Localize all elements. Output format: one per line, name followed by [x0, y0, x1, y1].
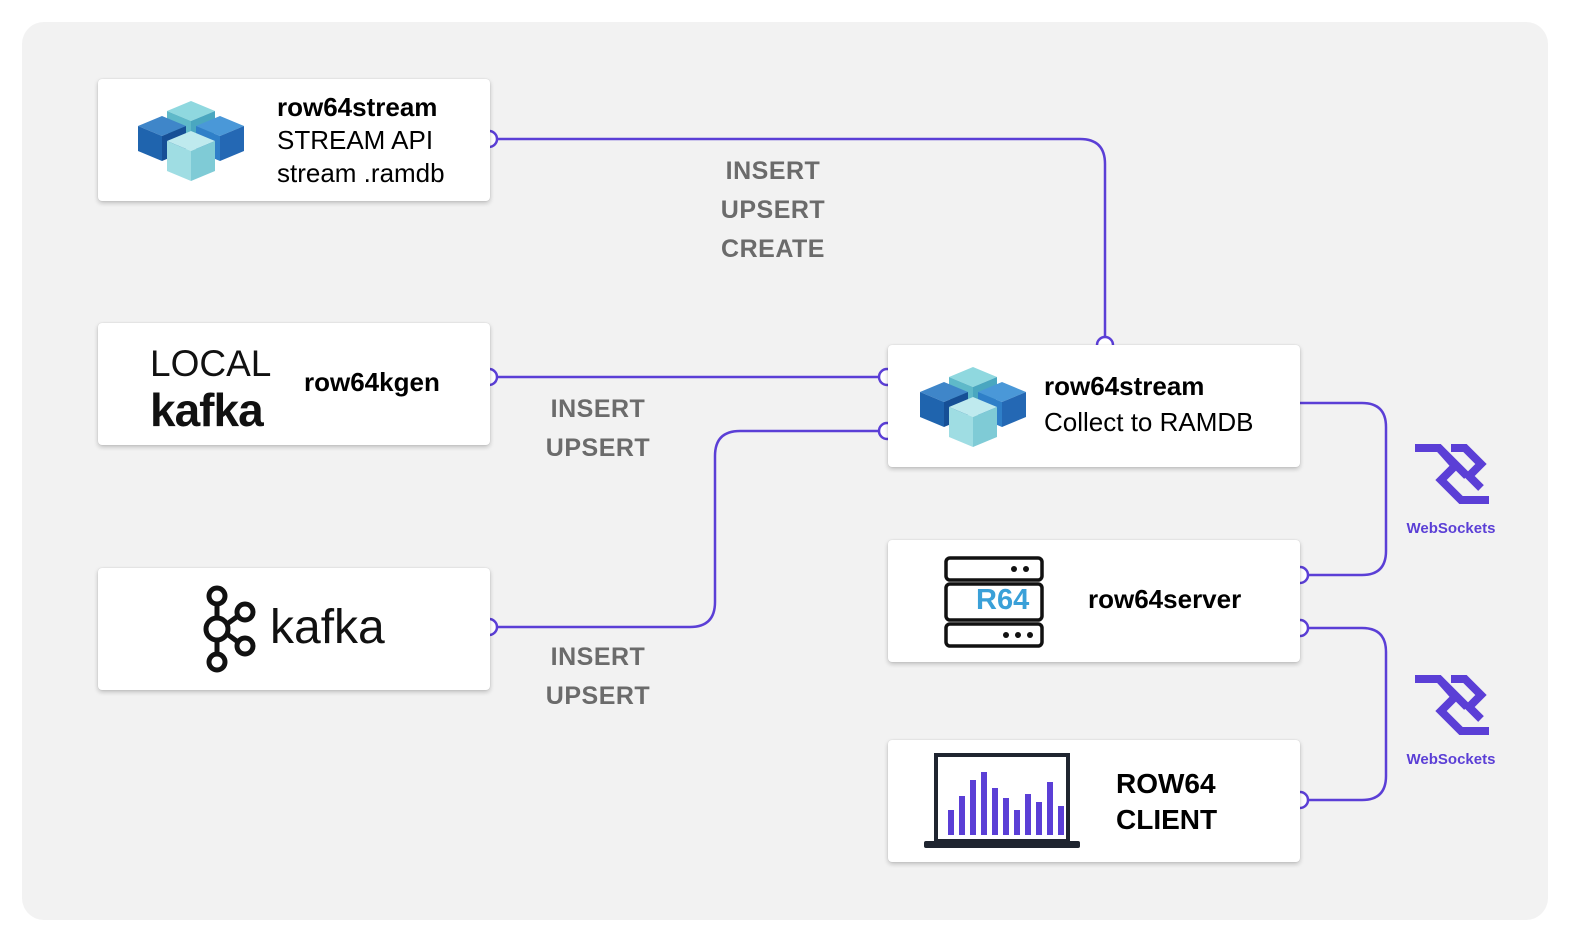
cubes-icon [138, 101, 244, 181]
node-subtitle: Collect to RAMDB [1044, 407, 1254, 437]
edge-label-kafka-ops: INSERT UPSERT [528, 638, 668, 716]
server-icon [944, 556, 1044, 648]
node-kafka[interactable]: kafka [98, 568, 490, 690]
node-detail: stream .ramdb [277, 158, 445, 188]
node-stream-collect[interactable]: row64stream Collect to RAMDB [888, 345, 1300, 467]
op-label: UPSERT [720, 196, 826, 224]
node-subtitle: STREAM API [277, 125, 434, 155]
node-title: row64server [1088, 584, 1242, 614]
node-client[interactable]: ROW64 CLIENT [888, 740, 1300, 862]
websocket-icon [1415, 444, 1489, 504]
node-local-kafka[interactable]: LOCAL kafka row64kgen [98, 323, 490, 445]
wire-kafka-to-stream [489, 429, 887, 629]
local-kafka-logo-bottom: kafka [150, 384, 264, 436]
op-label: UPSERT [545, 682, 651, 710]
laptop-chart-icon [924, 753, 1080, 848]
wire-server-to-client [1300, 626, 1388, 802]
client-title-line1: ROW64 [1116, 768, 1216, 799]
edge-label-kgen-ops: INSERT UPSERT [528, 390, 668, 468]
op-label: CREATE [721, 235, 825, 263]
node-title: row64stream [1044, 371, 1205, 401]
op-label: INSERT [725, 157, 821, 185]
kafka-logo-icon [203, 585, 256, 673]
cubes-icon [920, 367, 1026, 447]
edge-label-api-ops: INSERT UPSERT CREATE [700, 152, 846, 269]
client-title-line2: CLIENT [1116, 804, 1218, 835]
op-label: INSERT [550, 643, 646, 671]
server-badge: R64 [976, 584, 1030, 616]
websockets-label: WebSockets [1406, 520, 1496, 537]
websocket-icon [1415, 675, 1489, 735]
kafka-wordmark: kafka [270, 601, 385, 654]
node-stream-api[interactable]: row64stream STREAM API stream .ramdb [98, 79, 490, 201]
wire-stream-to-server [1300, 401, 1388, 577]
node-server[interactable]: R64 row64server [888, 540, 1300, 662]
websockets-label: WebSockets [1406, 751, 1496, 768]
node-title: row64stream [277, 92, 438, 122]
wire-api-to-stream [489, 137, 1107, 345]
op-label: INSERT [550, 395, 646, 423]
local-kafka-logo-top: LOCAL [150, 343, 272, 384]
op-label: UPSERT [545, 434, 651, 462]
node-title: row64kgen [304, 367, 440, 397]
